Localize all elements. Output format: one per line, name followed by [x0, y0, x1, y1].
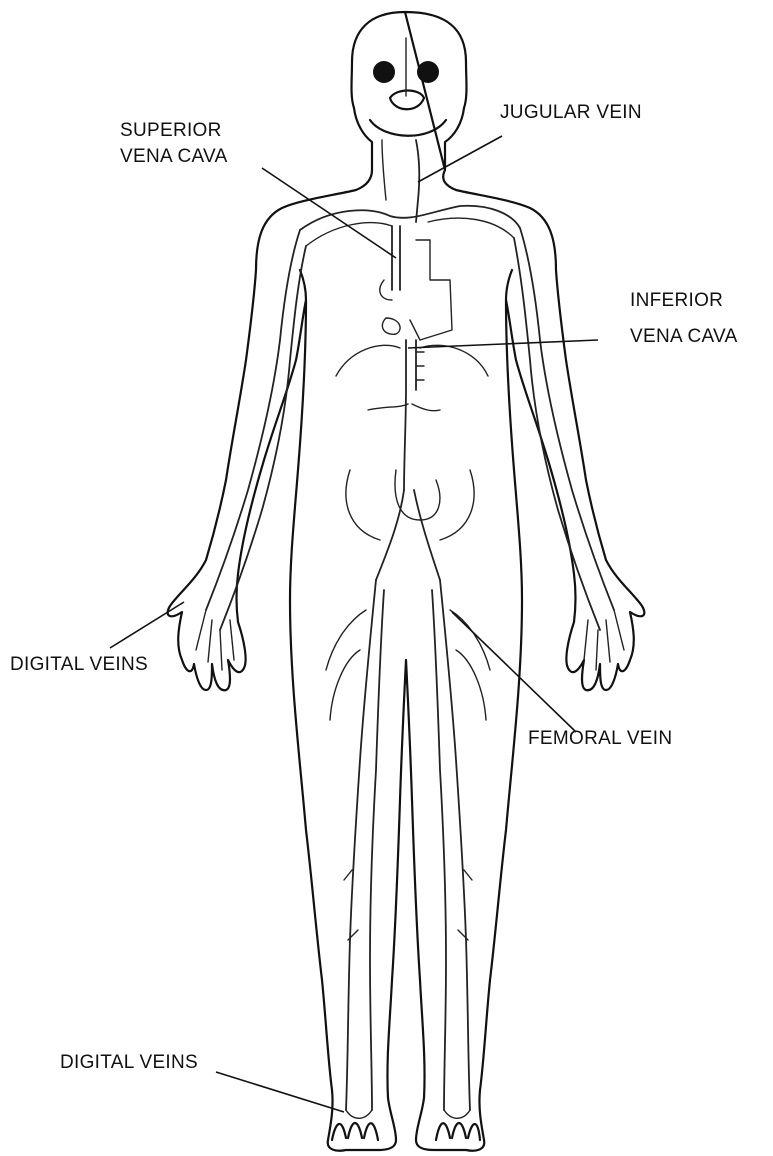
right-armpit-line	[506, 270, 512, 300]
left-femoral-veins	[346, 580, 384, 1110]
inferior-vena-cava-vessel	[404, 340, 416, 490]
superior-vena-cava-label-line1: SUPERIOR	[120, 120, 222, 141]
diaphragm-arcs	[336, 345, 488, 376]
hepatic-veins	[368, 404, 440, 411]
femoral-vein-label: FEMORAL VEIN	[528, 728, 672, 749]
torso-outline	[168, 170, 645, 1151]
nose-detail	[390, 91, 424, 110]
neck-vein-left	[382, 140, 386, 200]
iliac-veins	[376, 490, 440, 580]
inferior-vena-cava-label-line2: VENA CAVA	[630, 326, 738, 347]
digital-veins-foot-leader	[216, 1072, 344, 1112]
abdominal-veins	[346, 470, 474, 540]
labels: SUPERIOR VENA CAVA JUGULAR VEIN INFERIOR…	[10, 102, 738, 1073]
left-foot-toes	[332, 1123, 378, 1140]
right-hand-veins	[584, 610, 624, 670]
superior-vena-cava-leader	[262, 168, 396, 258]
right-eye-icon	[417, 61, 439, 83]
right-foot-toes	[436, 1123, 480, 1140]
ivc-ticks	[416, 352, 424, 380]
right-arm-veins	[514, 228, 614, 630]
jugular-vein-leader	[418, 136, 502, 182]
subclavian-veins	[300, 206, 520, 230]
heart-inner	[382, 318, 400, 334]
jugular-vein-label: JUGULAR VEIN	[500, 102, 642, 123]
subclavian-lower	[306, 218, 514, 246]
leader-lines	[110, 136, 598, 1112]
inferior-vena-cava-label-line1: INFERIOR	[630, 290, 723, 311]
femoral-vein-leader	[452, 612, 576, 732]
superior-vena-cava-label-line2: VENA CAVA	[120, 146, 228, 167]
right-femoral-veins	[432, 580, 470, 1110]
inferior-vena-cava-leader	[408, 340, 598, 348]
digital-veins-foot-label: DIGITAL VEINS	[60, 1052, 198, 1073]
digital-veins-hand-label: DIGITAL VEINS	[10, 654, 148, 675]
left-eye-icon	[373, 61, 395, 83]
veins	[196, 38, 624, 1118]
digital-veins-hand-leader	[110, 602, 184, 648]
